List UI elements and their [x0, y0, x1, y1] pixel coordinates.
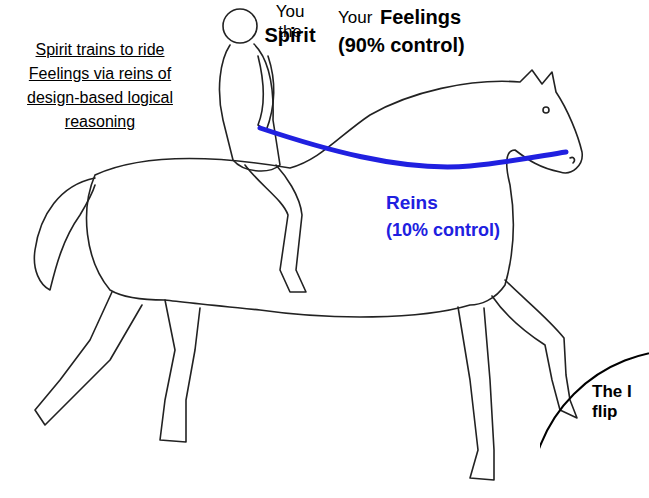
caption-note: Spirit trains to ride Feelings via reins…	[5, 38, 195, 134]
horse-eye	[543, 107, 549, 113]
callout-text: The I flip	[592, 382, 649, 423]
rider-arm	[258, 56, 274, 131]
horse-body	[87, 70, 583, 317]
rider-torso	[219, 44, 280, 171]
horse-label: Feelings	[380, 5, 461, 29]
arc-outline	[540, 350, 649, 498]
arc-callout: The I flip	[540, 348, 649, 498]
percent-label: (10% control)	[386, 220, 500, 242]
horse-tail	[34, 178, 95, 290]
horse-label: Your	[338, 8, 372, 28]
reins	[260, 128, 566, 167]
horse-front-leg	[458, 307, 494, 480]
horse-hind-leg	[35, 292, 142, 425]
rider-leg	[245, 165, 306, 292]
rider-label: Spirit	[258, 23, 322, 47]
reins-label: Reins	[386, 192, 438, 215]
rider-head	[223, 9, 257, 43]
arc-outline	[540, 348, 649, 498]
horse-hind-leg	[160, 300, 200, 442]
horse-nostril	[570, 157, 574, 163]
percent-label: (90% control)	[338, 33, 465, 57]
horse-front-leg-raised	[492, 280, 577, 418]
